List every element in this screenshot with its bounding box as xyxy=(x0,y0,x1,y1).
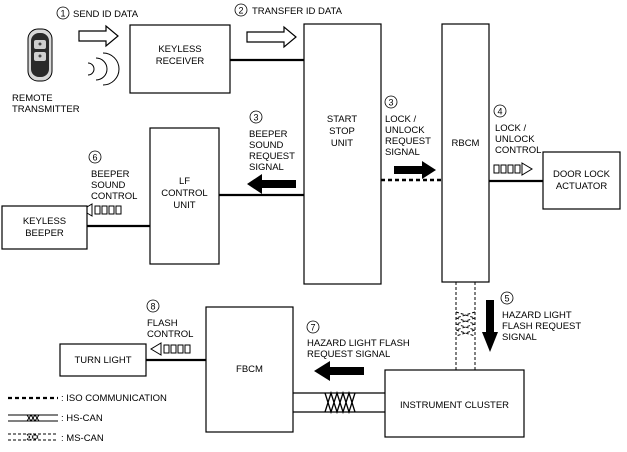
step-4-line-2: UNLOCK xyxy=(495,134,535,145)
start-stop-label-1: START xyxy=(327,114,357,125)
keyless-beeper-label-2: BEEPER xyxy=(25,228,64,239)
solid-arrow-left-icon xyxy=(247,174,296,194)
step-4-line-1: LOCK / xyxy=(495,123,527,134)
step-3-lock-unlock-request: 3 LOCK / UNLOCK REQUEST SIGNAL xyxy=(384,95,436,179)
lf-control-label-3: UNIT xyxy=(173,200,195,211)
step-3-beeper-request: 3 BEEPER SOUND REQUEST SIGNAL xyxy=(247,110,296,194)
step-number-badge xyxy=(146,299,160,313)
rbcm-label: RBCM xyxy=(452,138,480,149)
start-stop-label-2: STOP xyxy=(329,126,355,137)
step-1-label: SEND ID DATA xyxy=(73,9,139,20)
solid-arrow-down-icon xyxy=(482,332,498,352)
key-fob-icon xyxy=(27,28,53,82)
step-number-badge xyxy=(234,3,248,17)
step-3a-line-4: SIGNAL xyxy=(249,162,284,173)
step-7-line-1: HAZARD LIGHT FLASH xyxy=(307,338,410,349)
step-7-line-2: REQUEST SIGNAL xyxy=(307,349,390,360)
step-number: 4 xyxy=(497,107,502,117)
segmented-arrow-right-icon xyxy=(493,162,533,176)
step-number: 3 xyxy=(253,113,258,123)
step-number-badge xyxy=(500,291,514,305)
step-5-line-2: FLASH REQUEST xyxy=(502,321,581,332)
instrument-cluster-box: INSTRUMENT CLUSTER xyxy=(384,369,525,438)
remote-transmitter: REMOTE TRANSMITTER xyxy=(12,28,120,115)
step-number-badge xyxy=(306,320,320,334)
step-number: 1 xyxy=(60,9,65,19)
step-6-line-1: BEEPER xyxy=(91,169,130,180)
step-number: 3 xyxy=(388,98,393,108)
hollow-arrow-right-icon xyxy=(78,24,119,48)
door-lock-label-1: DOOR LOCK xyxy=(553,169,611,180)
keyless-receiver-label-1: KEYLESS xyxy=(158,44,201,55)
step-6-beeper-sound-control: 6 BEEPER SOUND CONTROL xyxy=(81,150,137,217)
start-stop-unit-box: START STOP UNIT xyxy=(303,23,382,285)
door-lock-actuator-box: DOOR LOCK ACTUATOR xyxy=(542,151,621,210)
start-stop-label-3: UNIT xyxy=(331,138,353,149)
step-number: 2 xyxy=(238,6,243,16)
step-7-hazard-flash-request: 7 HAZARD LIGHT FLASH REQUEST SIGNAL xyxy=(306,320,410,381)
hs-can-link-fbcm-to-cluster xyxy=(293,390,385,415)
step-6-line-3: CONTROL xyxy=(91,191,137,202)
step-3b-line-3: REQUEST xyxy=(385,136,431,147)
solid-arrow-down-shaft xyxy=(486,300,494,334)
step-3a-line-1: BEEPER xyxy=(249,129,288,140)
keyless-beeper-box: KEYLESS BEEPER xyxy=(1,205,88,250)
step-8-flash-control: 8 FLASH CONTROL xyxy=(146,299,193,356)
step-number: 6 xyxy=(92,153,97,163)
legend-hs-can-swatch xyxy=(8,414,58,422)
step-3b-line-4: SIGNAL xyxy=(385,147,420,158)
step-5-line-1: HAZARD LIGHT xyxy=(502,310,572,321)
hollow-arrow-right-icon xyxy=(246,25,297,49)
step-3a-line-2: SOUND xyxy=(249,140,283,151)
keyless-receiver-label-2: RECEIVER xyxy=(156,56,205,67)
turn-light-label: TURN LIGHT xyxy=(75,355,132,366)
ms-can-link-rbcm-to-cluster xyxy=(454,282,477,370)
solid-arrow-right-icon xyxy=(394,161,436,179)
step-1-send-id-data: 1 SEND ID DATA xyxy=(56,6,139,48)
fbcm-label: FBCM xyxy=(236,364,263,375)
step-number: 7 xyxy=(310,323,315,333)
legend-iso-label: : ISO COMMUNICATION xyxy=(61,393,167,404)
door-lock-label-2: ACTUATOR xyxy=(556,181,608,192)
legend-ms-can-swatch xyxy=(8,433,58,441)
step-number-badge xyxy=(249,110,263,124)
step-4-line-3: CONTROL xyxy=(495,145,541,156)
solid-arrow-left-icon xyxy=(314,361,364,381)
step-8-line-1: FLASH xyxy=(147,318,178,329)
step-2-label: TRANSFER ID DATA xyxy=(252,6,343,17)
step-5-hazard-request: 5 HAZARD LIGHT FLASH REQUEST SIGNAL xyxy=(482,291,581,352)
fbcm-box: FBCM xyxy=(205,306,294,433)
keyless-receiver-box: KEYLESS RECEIVER xyxy=(129,24,231,94)
step-number: 5 xyxy=(504,294,509,304)
segmented-arrow-left-icon xyxy=(150,342,191,356)
keyless-beeper-label-1: KEYLESS xyxy=(23,216,66,227)
legend-hs-can-label: : HS-CAN xyxy=(61,413,103,424)
legend: : ISO COMMUNICATION : HS-CAN : MS-CAN xyxy=(8,393,167,444)
step-number-badge xyxy=(493,104,507,118)
step-3a-line-3: REQUEST xyxy=(249,151,295,162)
step-6-line-2: SOUND xyxy=(91,180,125,191)
step-number-badge xyxy=(56,6,70,20)
lf-control-unit-box: LF CONTROL UNIT xyxy=(149,127,220,265)
step-5-line-3: SIGNAL xyxy=(502,332,537,343)
instrument-cluster-label: INSTRUMENT CLUSTER xyxy=(400,400,509,411)
remote-transmitter-label-2: TRANSMITTER xyxy=(12,104,80,115)
step-8-line-2: CONTROL xyxy=(147,329,193,340)
step-4-lock-unlock-control: 4 LOCK / UNLOCK CONTROL xyxy=(493,104,541,176)
lf-control-label-1: LF xyxy=(179,176,190,187)
rbcm-box: RBCM xyxy=(441,23,490,283)
step-3b-line-1: LOCK / xyxy=(385,114,417,125)
segmented-arrow-left-icon xyxy=(81,203,122,217)
step-number-badge xyxy=(88,150,102,164)
remote-transmitter-label-1: REMOTE xyxy=(12,93,53,104)
radio-waves-icon xyxy=(87,52,120,86)
step-3b-line-2: UNLOCK xyxy=(385,125,425,136)
turn-light-box: TURN LIGHT xyxy=(59,343,147,377)
step-number: 8 xyxy=(150,302,155,312)
lf-control-label-2: CONTROL xyxy=(161,188,207,199)
step-2-transfer-id-data: 2 TRANSFER ID DATA xyxy=(234,3,343,49)
step-number-badge xyxy=(384,95,398,109)
legend-ms-can-label: : MS-CAN xyxy=(61,433,104,444)
